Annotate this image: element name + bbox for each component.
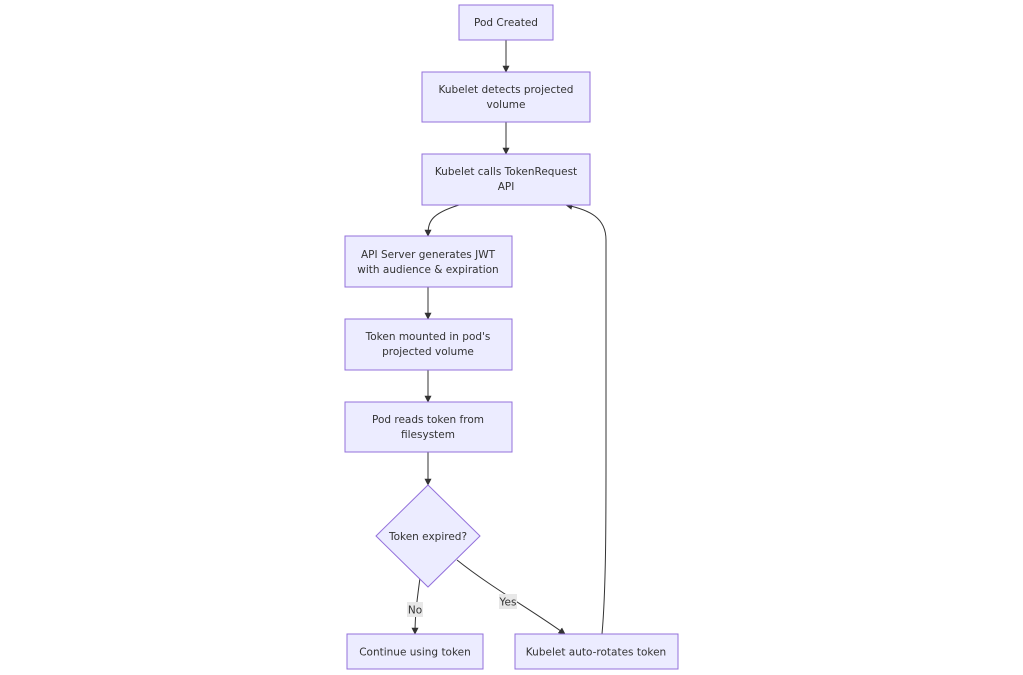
- node-detects-volume-label-line-1: Kubelet detects projected: [439, 84, 574, 96]
- edge-label-no-text: No: [408, 605, 422, 617]
- node-calls-tokenrequest-label-line-2: API: [498, 181, 515, 193]
- node-generates-jwt-label-line-2: with audience & expiration: [357, 264, 498, 276]
- edge-auto-rotates-to-calls-tokenrequest: [565, 202, 607, 635]
- node-token-mounted: Token mounted in pod's projected volume: [344, 318, 513, 371]
- edge-label-yes: Yes: [499, 594, 517, 609]
- node-generates-jwt: API Server generates JWT with audience &…: [344, 235, 513, 288]
- node-token-expired-label: Token expired?: [388, 531, 467, 543]
- node-continue-using: Continue using token: [346, 633, 484, 670]
- edges: [411, 40, 607, 635]
- node-reads-token: Pod reads token from filesystem: [344, 401, 513, 453]
- edge-label-yes-text: Yes: [499, 597, 517, 609]
- node-generates-jwt-label-line-1: API Server generates JWT: [361, 249, 496, 261]
- node-auto-rotates-label: Kubelet auto-rotates token: [526, 647, 666, 659]
- node-calls-tokenrequest: Kubelet calls TokenRequest API: [421, 153, 591, 206]
- edge-calls-tokenrequest-to-generates-jwt: [424, 204, 460, 237]
- node-calls-tokenrequest-label-line-1: Kubelet calls TokenRequest: [435, 166, 577, 178]
- edge-label-no: No: [407, 602, 423, 617]
- node-detects-volume: Kubelet detects projected volume: [421, 71, 591, 123]
- node-pod-created-label: Pod Created: [474, 17, 538, 29]
- node-detects-volume-label-line-2: volume: [487, 99, 526, 111]
- node-auto-rotates: Kubelet auto-rotates token: [514, 633, 679, 670]
- node-reads-token-label-line-2: filesystem: [401, 429, 455, 441]
- node-pod-created: Pod Created: [458, 4, 554, 41]
- node-token-expired-decision: Token expired?: [375, 484, 481, 588]
- node-token-mounted-label-line-2: projected volume: [382, 346, 474, 358]
- node-continue-using-label: Continue using token: [359, 647, 471, 659]
- node-token-mounted-label-line-1: Token mounted in pod's: [365, 331, 491, 343]
- node-reads-token-label-line-1: Pod reads token from: [372, 414, 484, 426]
